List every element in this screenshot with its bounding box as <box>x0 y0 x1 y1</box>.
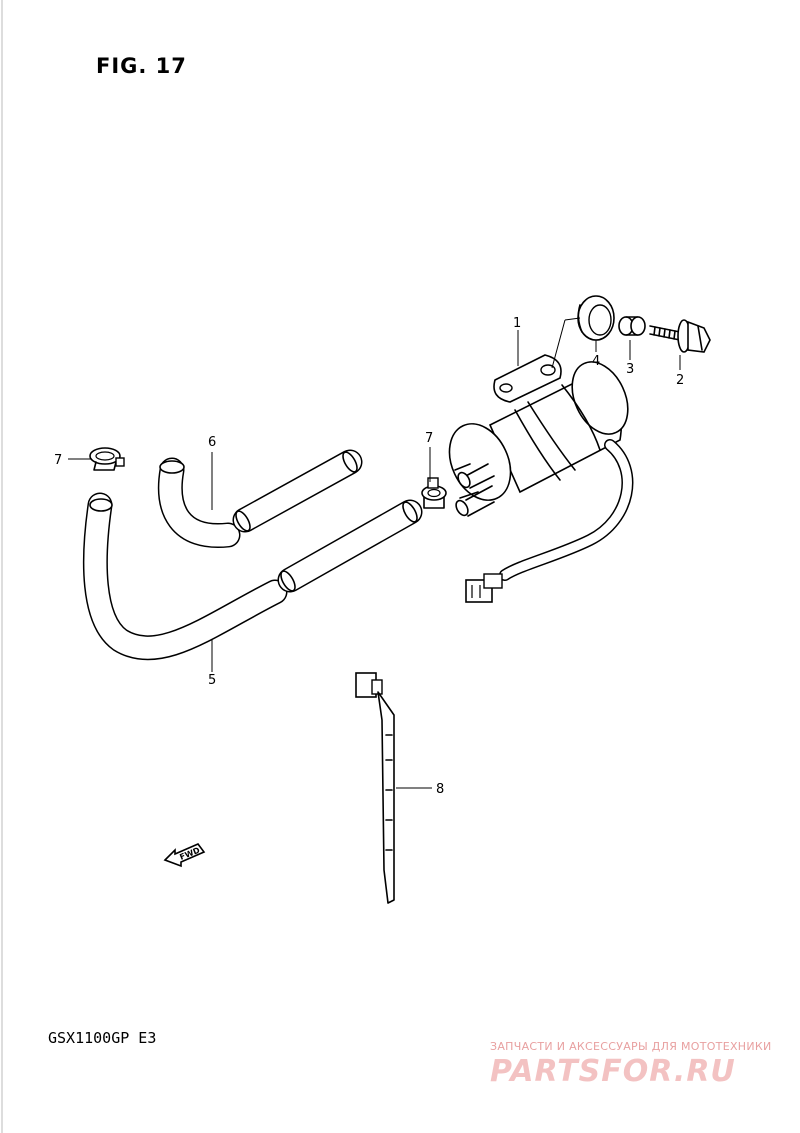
callout-part-8: 8 <box>436 782 444 797</box>
callout-part-7-right: 7 <box>425 431 433 446</box>
cable-tie-part-8 <box>355 672 395 904</box>
callout-part-5: 5 <box>208 673 216 688</box>
callout-part-7-left: 7 <box>54 453 62 468</box>
callout-part-6: 6 <box>208 435 216 450</box>
callout-part-1: 1 <box>513 316 521 331</box>
part-callouts: 1 2 3 4 5 6 7 7 8 <box>54 316 684 797</box>
model-code: GSX1100GP E3 <box>48 1029 157 1047</box>
leader-lines <box>68 317 681 789</box>
callout-part-3: 3 <box>626 362 634 377</box>
callout-part-2: 2 <box>676 373 684 388</box>
watermark-logo: PARTSFOR.RU <box>490 1054 736 1089</box>
hose-clamp-part-7-right <box>421 477 447 509</box>
callout-part-4: 4 <box>592 354 600 369</box>
bolt-part-2 <box>649 319 711 353</box>
fuel-pump-body <box>448 354 634 603</box>
rubber-grommet-part-4 <box>577 295 615 341</box>
fuel-hose-part-6 <box>157 449 363 549</box>
fwd-label: FWD <box>178 846 201 862</box>
figure-title: FIG. 17 <box>96 54 187 78</box>
watermark-tagline: ЗАПЧАСТИ И АКСЕССУАРЫ ДЛЯ МОТОТЕХНИКИ <box>490 1040 772 1053</box>
fuel-hose-part-5 <box>82 492 423 661</box>
collar-part-3 <box>618 316 646 336</box>
forward-direction-marker: FWD <box>163 843 206 868</box>
hose-clamp-part-7-left <box>89 447 125 471</box>
